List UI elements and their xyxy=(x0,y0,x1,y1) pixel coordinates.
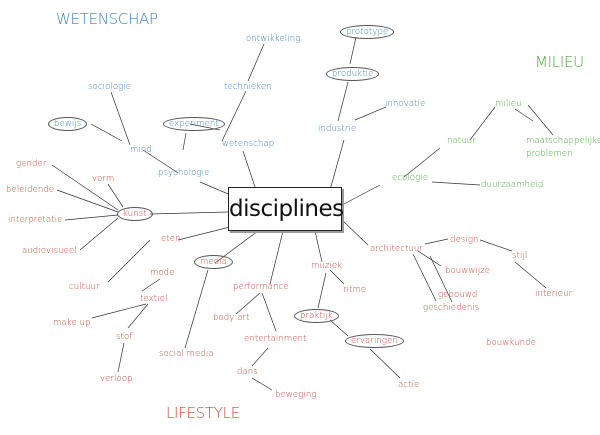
node-geschiedenis: geschiedenis xyxy=(423,303,480,313)
node-natuur: natuur xyxy=(447,136,476,146)
node-maatschappelijke: maatschappelijke xyxy=(526,136,600,146)
node-ervaringen: ervaringen xyxy=(345,334,404,348)
node-architectuur: architectuur xyxy=(370,244,423,254)
node-gebouwd: gebouwd xyxy=(438,290,478,300)
node-interieur: interieur xyxy=(535,289,573,299)
node-make-up: make up xyxy=(53,318,91,328)
node-stijl: stijl xyxy=(512,251,528,261)
node-mode: mode xyxy=(150,268,175,278)
node-stof: stof xyxy=(116,332,133,342)
node-prototype: prototype xyxy=(340,25,395,39)
node-textiel: textiel xyxy=(140,294,168,304)
node-actie: actie xyxy=(398,380,420,390)
node-cultuur: cultuur xyxy=(69,282,100,292)
node-eten: eten xyxy=(161,234,181,244)
node-vorm: vorm xyxy=(92,174,115,184)
node-performance: performance xyxy=(233,282,289,292)
node-ontwikkeling: ontwikkeling xyxy=(246,34,301,44)
node-kunst: kunst xyxy=(117,207,153,221)
node-bewijs: bewijs xyxy=(48,117,88,131)
node-bouwwijze: bouwwijze xyxy=(445,266,491,276)
category-milieu: MILIEU xyxy=(535,53,584,71)
central-node-disciplines: disciplines xyxy=(228,187,344,231)
node-beleidende: beleidende xyxy=(6,185,55,195)
category-wetenschap: WETENSCHAP xyxy=(56,10,158,28)
node-industrie: industrie xyxy=(318,124,357,134)
node-psychologie: psychologie xyxy=(158,168,210,178)
node-mind: mind xyxy=(130,145,152,155)
node-ecologie: ecologie xyxy=(392,173,429,183)
node-audiovisueel: audiovisueel xyxy=(22,246,77,256)
node-gender: gender xyxy=(16,159,47,169)
node-design: design xyxy=(450,235,479,245)
node-milieu: milieu xyxy=(495,99,522,109)
node-muziek: muziek xyxy=(311,261,343,271)
node-technieken: technieken xyxy=(224,82,272,92)
node-media: media xyxy=(194,255,233,269)
node-entertainment: entertainment xyxy=(244,334,307,344)
node-interpretatie: interpretatie xyxy=(8,215,63,225)
node-wetenschap: wetenschap xyxy=(222,139,275,149)
node-dans: dans xyxy=(237,367,258,377)
node-beweging: beweging xyxy=(275,390,317,400)
node-innovatie: innovatie xyxy=(385,99,426,109)
category-lifestyle: LIFESTYLE xyxy=(166,404,240,422)
node-produktie: produktie xyxy=(326,67,380,81)
node-bouwkunde: bouwkunde xyxy=(486,338,536,348)
node-ritme: ritme xyxy=(343,285,367,295)
node-social-media: social media xyxy=(159,349,214,359)
node-duurzaamheid: duurzaamheid xyxy=(481,180,544,190)
node-sociologie: sociologie xyxy=(88,82,132,92)
node-body-art: body art xyxy=(213,313,250,323)
node-verloop: verloop xyxy=(100,374,133,384)
node-praktijk: praktijk xyxy=(294,309,339,323)
node-problemen: problemen xyxy=(526,149,573,159)
node-experiment: experiment xyxy=(163,117,225,131)
